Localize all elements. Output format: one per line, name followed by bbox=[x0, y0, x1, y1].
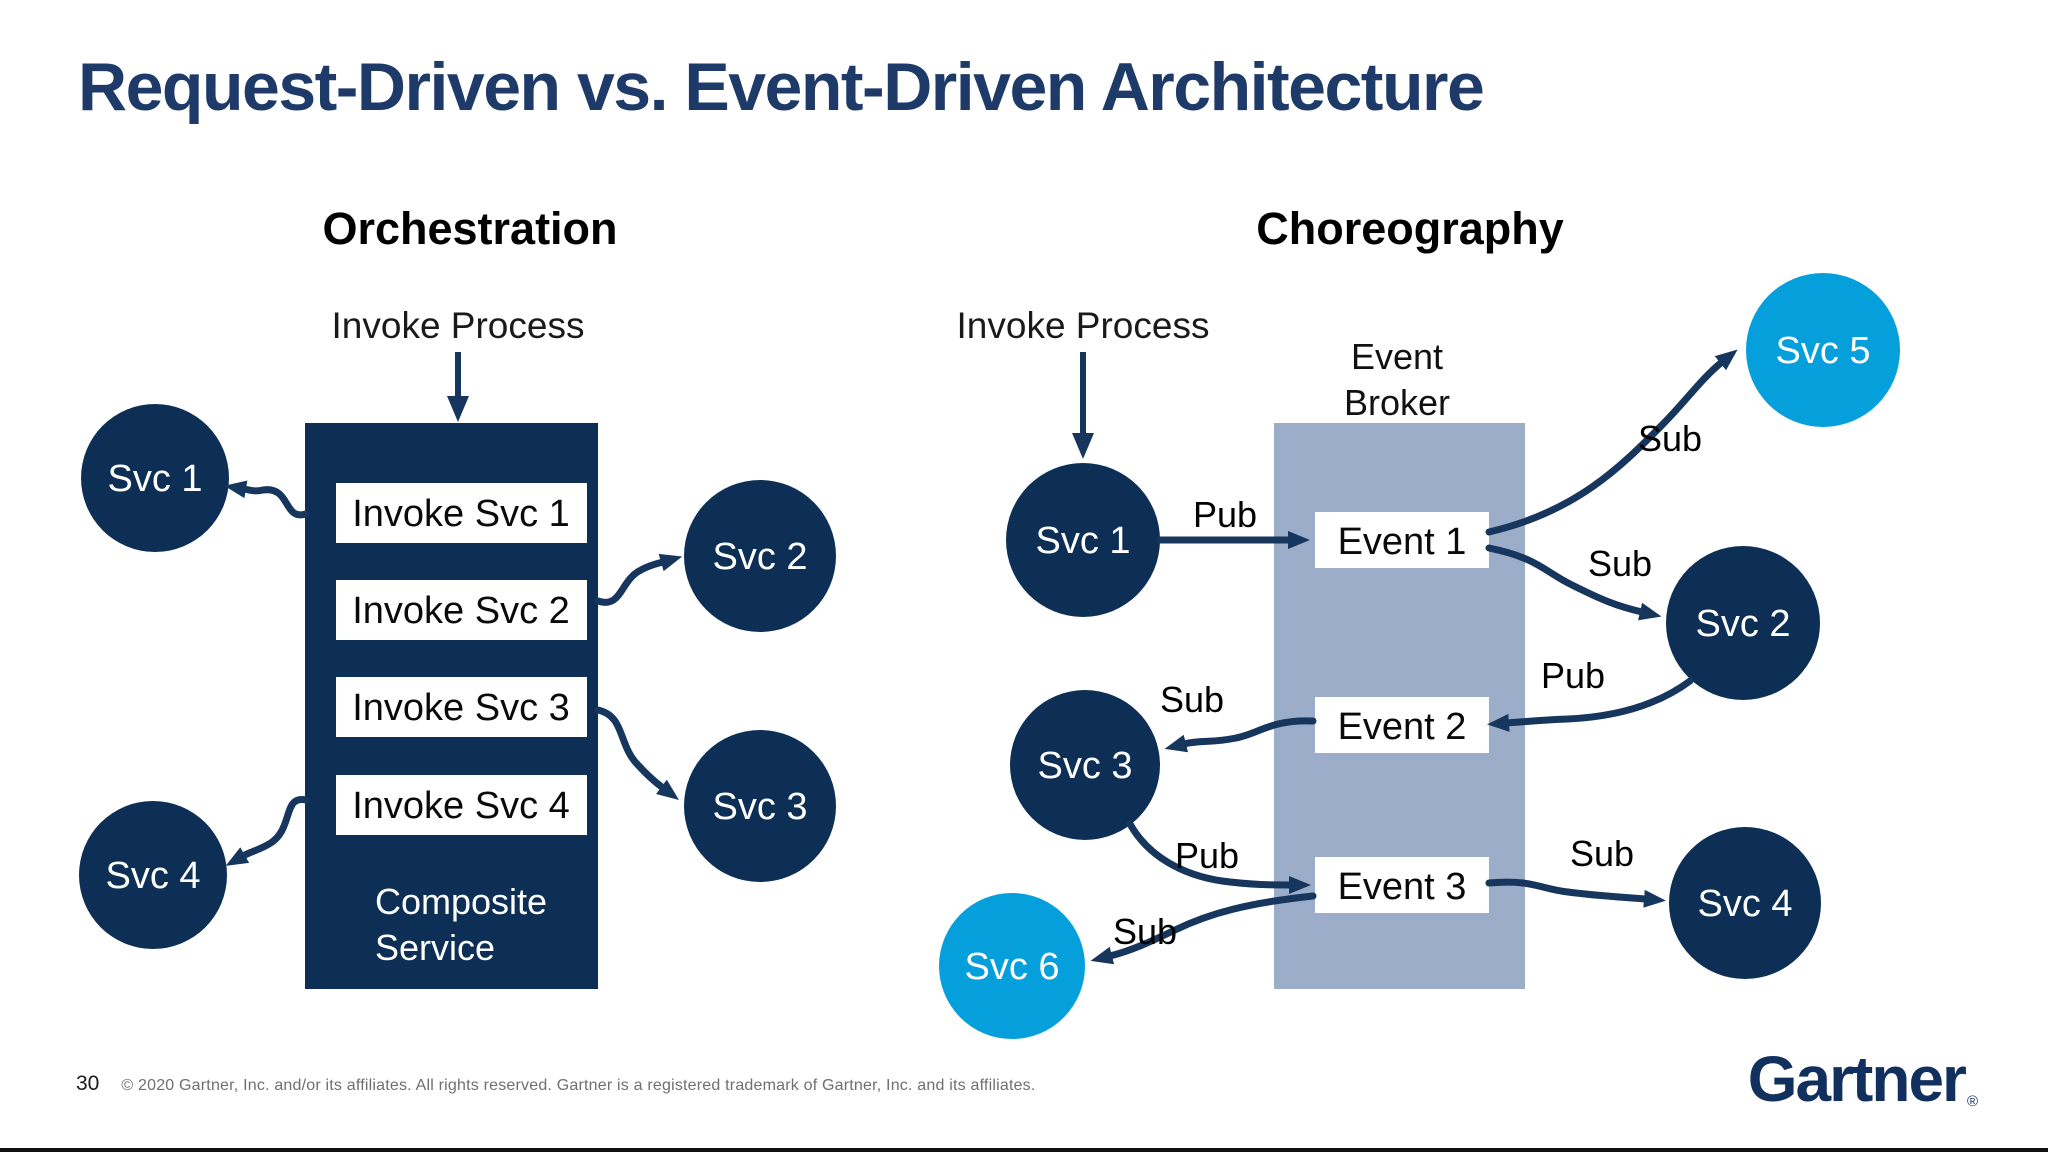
orchestration-svc-4-circle bbox=[79, 801, 227, 949]
choreography-svc-4-circle bbox=[1669, 827, 1821, 979]
gartner-logo: Gartner ® bbox=[1747, 1042, 1978, 1116]
composite-service-label-line1: Composite bbox=[375, 881, 547, 922]
arrow-composite-to-svc1 bbox=[224, 480, 310, 519]
arrow-event1-sub-svc5 bbox=[1485, 349, 1738, 536]
sub-label-event3-svc6: Sub bbox=[1113, 911, 1177, 952]
event-2-box bbox=[1315, 697, 1489, 753]
registered-trademark-icon: ® bbox=[1966, 1093, 1978, 1110]
arrow-event2-sub-svc3 bbox=[1164, 717, 1317, 753]
arrow-composite-to-svc3 bbox=[594, 706, 679, 801]
choreography-svc-3-label: Svc 3 bbox=[1037, 745, 1132, 787]
orchestration-svc-1-label: Svc 1 bbox=[107, 458, 202, 500]
orchestration-svc-4-label: Svc 4 bbox=[105, 855, 200, 897]
orchestration-svc-2-label: Svc 2 bbox=[712, 536, 807, 578]
invoke-svc-3-label: Invoke Svc 3 bbox=[352, 687, 570, 729]
arrow-event1-sub-svc2 bbox=[1485, 544, 1662, 621]
orchestration-svc-1-circle bbox=[81, 404, 229, 552]
event-3-label: Event 3 bbox=[1338, 866, 1467, 908]
choreography-svc-3-circle bbox=[1010, 690, 1160, 840]
invoke-svc-1-box bbox=[336, 483, 587, 543]
footer: 30 © 2020 Gartner, Inc. and/or its affil… bbox=[76, 1072, 1036, 1096]
orchestration-heading: Orchestration bbox=[322, 203, 618, 254]
orchestration-svc-3-label: Svc 3 bbox=[712, 786, 807, 828]
choreography-svc-5-label: Svc 5 bbox=[1775, 330, 1870, 372]
sub-label-event1-svc2: Sub bbox=[1588, 543, 1652, 584]
event-1-box bbox=[1315, 512, 1489, 568]
choreography-svc-2-circle bbox=[1666, 546, 1820, 700]
orchestration-svc-2-circle bbox=[684, 480, 836, 632]
invoke-svc-4-box bbox=[336, 775, 587, 835]
pub-label-svc1-event1: Pub bbox=[1193, 494, 1257, 535]
arrow-svc3-pub-event3 bbox=[1126, 820, 1311, 894]
copyright-text: © 2020 Gartner, Inc. and/or its affiliat… bbox=[121, 1077, 1036, 1094]
invoke-svc-1-label: Invoke Svc 1 bbox=[352, 493, 570, 535]
invoke-svc-3-box bbox=[336, 677, 587, 737]
event-1-label: Event 1 bbox=[1338, 521, 1467, 563]
arrow-composite-to-svc4 bbox=[225, 796, 310, 866]
event-broker-label-line2: Broker bbox=[1344, 382, 1450, 423]
choreography-diagram: Invoke Process Event Broker Event 1 Even… bbox=[939, 273, 1900, 1039]
choreography-svc-4-label: Svc 4 bbox=[1697, 883, 1792, 925]
sub-label-event1-svc5: Sub bbox=[1638, 418, 1702, 459]
orchestration-invoke-process-label: Invoke Process bbox=[332, 305, 585, 346]
choreography-svc-2-label: Svc 2 bbox=[1695, 603, 1790, 645]
arrow-event3-sub-svc6 bbox=[1090, 892, 1317, 965]
page-number: 30 bbox=[76, 1072, 100, 1095]
event-3-box bbox=[1315, 857, 1489, 913]
composite-service-label-line2: Service bbox=[375, 927, 495, 968]
gartner-logo-text: Gartner bbox=[1747, 1043, 1967, 1115]
invoke-svc-2-box bbox=[336, 580, 587, 640]
choreography-svc-1-circle bbox=[1006, 463, 1160, 617]
invoke-svc-4-label: Invoke Svc 4 bbox=[352, 785, 570, 827]
arrow-event3-sub-svc4 bbox=[1485, 878, 1666, 908]
slide-title: Request-Driven vs. Event-Driven Architec… bbox=[78, 49, 1485, 125]
orchestration-svc-3-circle bbox=[684, 730, 836, 882]
pub-label-svc2-event2: Pub bbox=[1541, 655, 1605, 696]
arrow-svc2-pub-event2 bbox=[1487, 677, 1694, 732]
sub-label-event3-svc4: Sub bbox=[1570, 833, 1634, 874]
event-broker-label-line1: Event bbox=[1351, 336, 1443, 377]
arrow-composite-to-svc2 bbox=[594, 553, 683, 606]
choreography-svc-1-label: Svc 1 bbox=[1035, 520, 1130, 562]
choreography-svc-6-label: Svc 6 bbox=[964, 946, 1059, 988]
bottom-edge-bar bbox=[0, 1148, 2048, 1152]
pub-label-svc3-event3: Pub bbox=[1175, 835, 1239, 876]
choreography-svc-6-circle bbox=[939, 893, 1085, 1039]
choreography-svc-5-circle bbox=[1746, 273, 1900, 427]
invoke-svc-2-label: Invoke Svc 2 bbox=[352, 590, 570, 632]
orchestration-diagram: Invoke Process Invoke Svc 1 Invoke Svc 2… bbox=[79, 305, 836, 989]
event-2-label: Event 2 bbox=[1338, 706, 1467, 748]
sub-label-event2-svc3: Sub bbox=[1160, 679, 1224, 720]
choreography-heading: Choreography bbox=[1256, 203, 1564, 254]
choreography-invoke-process-label: Invoke Process bbox=[957, 305, 1210, 346]
